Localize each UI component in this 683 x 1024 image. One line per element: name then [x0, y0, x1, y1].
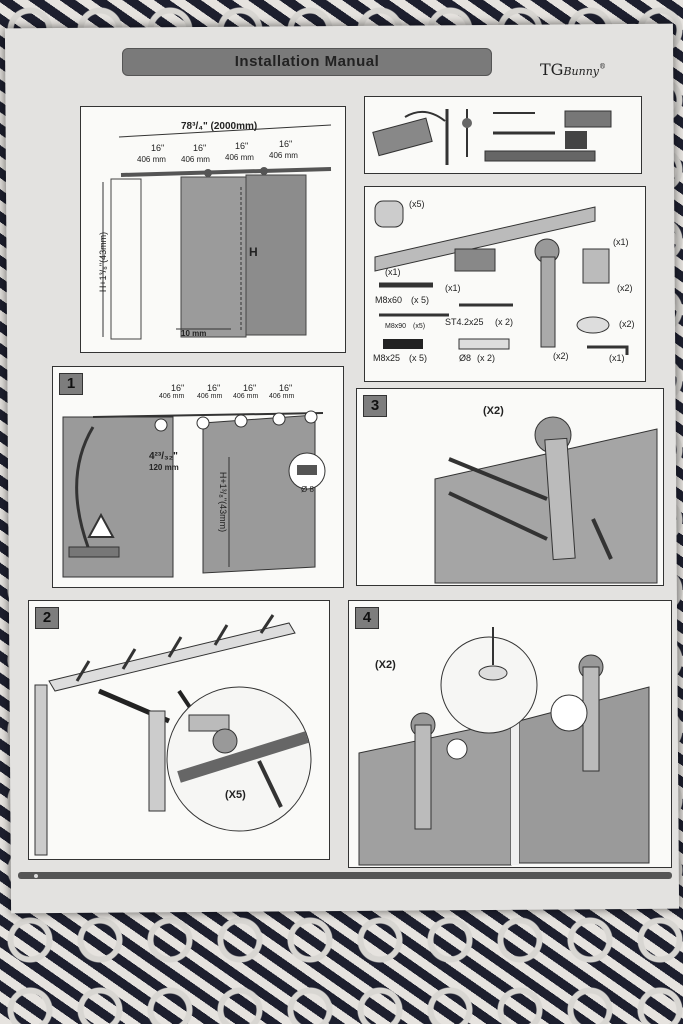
step1-offset-label: 4²³/₃₂" — [149, 451, 178, 462]
step-4-panel: 4 (X2) — [348, 600, 672, 868]
anchor-d8-name: Ø8 — [459, 353, 472, 363]
bolt-m8x90-qty: (x5) — [413, 323, 426, 330]
drill-size-label: Ø 8 — [301, 485, 314, 494]
step-3-number: 3 — [363, 395, 387, 417]
anchor-d8-qty: (x 2) — [477, 353, 495, 363]
screw-st42x25-name: ST4.2x25 — [445, 317, 484, 327]
step1-segment-3-in: 16" — [243, 383, 257, 393]
step-2-panel: 2 (X5) — [28, 600, 330, 860]
bolt-m8x25-name: M8x25 — [373, 353, 401, 363]
step1-segment-2-mm: 406 mm — [197, 393, 223, 400]
bolt-m8x90-name: M8x90 — [385, 323, 407, 330]
segment-3-in: 16" — [235, 141, 249, 151]
page-title: Installation Manual — [122, 48, 492, 76]
bolt-m8x60-name: M8x60 — [375, 295, 403, 305]
step1-segment-4-mm: 406 mm — [269, 393, 295, 400]
step1-offset-mm-label: 120 mm — [149, 463, 179, 472]
bolt-m8x60-qty: (x 5) — [411, 295, 429, 305]
step-3-drawing — [434, 416, 658, 584]
parts-panel: (x5) (x1) (x1) (x1) M8x60 (x 5) M8x90 (x… — [364, 186, 646, 382]
step1-segment-1-in: 16" — [171, 383, 185, 393]
part-3-qty: (x1) — [445, 283, 461, 293]
segment-4-in: 16" — [279, 139, 293, 149]
door-height-label: H — [249, 245, 258, 259]
step3-qty-label: (X2) — [483, 405, 504, 417]
step1-segment-4-in: 16" — [279, 383, 293, 393]
part-2-qty: (x1) — [385, 267, 401, 277]
tools-panel — [364, 96, 642, 174]
height-label: H+1³/₈"(43mm) — [98, 231, 109, 293]
step1-height-label: H+1³/₈"(43mm) — [218, 471, 229, 533]
gap-label: 10 mm — [181, 329, 207, 338]
brand-logo: TGBunny® — [540, 60, 606, 79]
brand-suffix: Bunny — [563, 65, 600, 78]
wrench-qty: (x1) — [609, 353, 625, 363]
brand-name: TG — [540, 60, 564, 79]
total-width-label: 78³/₄" (2000mm) — [181, 121, 258, 132]
step1-segment-3-mm: 406 mm — [233, 393, 259, 400]
floor-guide-qty: (x2) — [619, 319, 635, 329]
footer-dot — [34, 874, 38, 878]
step-4-drawing — [358, 627, 650, 866]
parts-drawing — [374, 200, 629, 355]
segment-1-in: 16" — [151, 143, 165, 153]
bolt-m8x25-qty: (x 5) — [409, 353, 427, 363]
step-2-drawing — [34, 614, 312, 856]
screw-st42x25-qty: (x 2) — [495, 317, 513, 327]
tools-drawing — [372, 109, 612, 165]
step1-segment-1-mm: 406 mm — [159, 393, 185, 400]
step-3-panel: 3 (X2) — [356, 388, 664, 586]
segment-4-mm: 406 mm — [269, 151, 298, 160]
step-1-drawing — [62, 410, 326, 578]
step-1-number: 1 — [59, 373, 83, 395]
segment-2-mm: 406 mm — [181, 155, 210, 164]
registered-mark: ® — [599, 62, 607, 71]
overview-panel: 78³/₄" (2000mm) 16" 406 mm 16" 406 mm 16… — [80, 106, 346, 353]
step-2-number: 2 — [35, 607, 59, 629]
roller-qty: (x2) — [553, 351, 569, 361]
overview-diagram — [102, 124, 332, 340]
segment-2-in: 16" — [193, 143, 207, 153]
segment-1-mm: 406 mm — [137, 155, 166, 164]
part-1-qty: (x5) — [409, 199, 425, 209]
step-4-number: 4 — [355, 607, 379, 629]
step2-qty-label: (X5) — [225, 789, 246, 801]
step-1-panel: 1 16" 406 mm 16" 406 mm 16" 406 mm 16" 4… — [52, 366, 344, 588]
segment-3-mm: 406 mm — [225, 153, 254, 162]
step4-qty-label: (X2) — [375, 659, 396, 671]
step1-segment-2-in: 16" — [207, 383, 221, 393]
footer-bar — [18, 872, 672, 879]
part-4-qty: (x1) — [613, 237, 629, 247]
stopper-qty: (x2) — [617, 283, 633, 293]
